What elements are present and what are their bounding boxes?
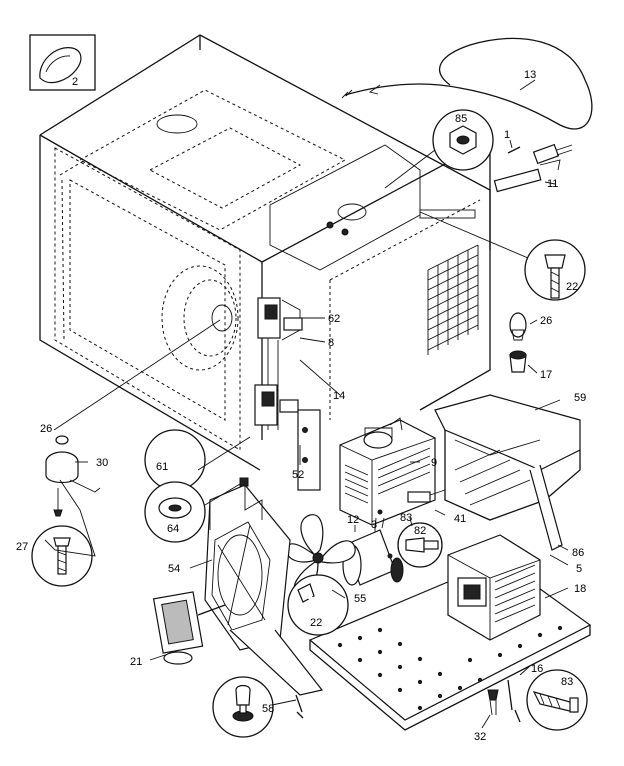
label-16: 16 [531,663,543,675]
label-5: 5 [576,563,582,575]
label-83-bottom: 83 [561,676,573,688]
thermal-cutout [407,489,446,503]
inset-box-part-2 [29,34,96,91]
magnetron [339,417,436,526]
callout-circle-82 [397,522,443,568]
label-52: 52 [292,469,304,481]
label-22-top: 22 [566,281,578,293]
callout-circle-27 [31,525,93,587]
label-83-mid: 83 [400,512,412,524]
label-26-left: 26 [40,423,52,435]
label-18: 18 [574,583,586,595]
latch-switch-assembly [254,297,321,491]
part-1-and-11 [493,146,561,193]
label-64: 64 [167,523,179,535]
label-1: 1 [504,129,510,141]
label-8: 8 [328,337,334,349]
label-26-right: 26 [540,315,552,327]
power-cord [341,37,593,165]
label-82: 82 [414,525,426,537]
callout-circle-61 [144,429,251,491]
callout-circle-64 [144,481,241,543]
label-13: 13 [524,69,536,81]
fan-motor [152,591,226,665]
label-54: 54 [168,563,180,575]
turntable-motor [45,435,101,517]
label-61: 61 [156,461,168,473]
label-62: 62 [328,313,340,325]
label-14: 14 [333,390,345,402]
label-17: 17 [540,369,552,381]
cavity-cabinet [39,34,491,471]
callout-circle-85 [384,109,494,189]
air-guide [434,394,581,551]
label-41: 41 [454,513,466,525]
capacitor-and-diode [342,517,404,586]
label-21: 21 [130,656,142,668]
transformer [447,534,541,641]
label-3: 3 [371,519,377,531]
label-85: 85 [455,113,467,125]
callout-circle-22-bottom [287,574,349,636]
label-12: 12 [347,514,359,526]
leader-lines [44,79,569,729]
label-27: 27 [16,541,28,553]
callout-circle-83 [526,669,588,731]
label-11: 11 [547,178,558,190]
part-26-lamp-and-17-socket [509,312,527,373]
label-55: 55 [354,593,366,605]
label-86: 86 [572,547,584,559]
label-9: 9 [431,457,437,469]
label-22-bottom: 22 [310,617,322,629]
callout-circle-58 [212,676,297,738]
label-2: 2 [72,76,78,88]
callout-labels: 2 13 85 1 11 22 26 17 62 8 14 59 26 30 6… [16,69,586,743]
callout-circle-22-top [419,211,586,301]
label-32: 32 [474,731,486,743]
small-screws [239,477,521,723]
label-59: 59 [574,392,586,404]
label-30: 30 [96,457,108,469]
label-58: 58 [262,703,274,715]
